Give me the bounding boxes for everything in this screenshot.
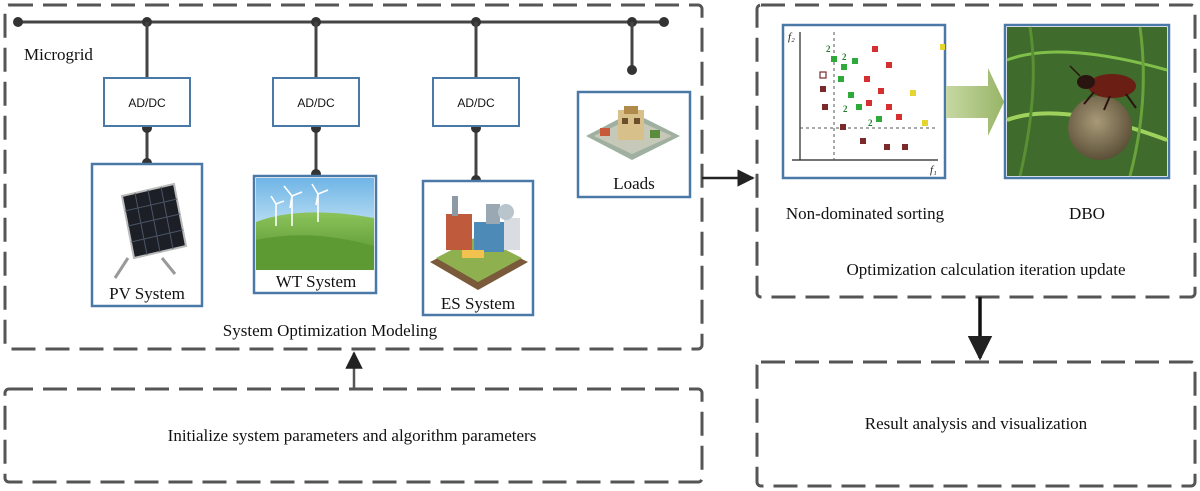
plot-point bbox=[940, 44, 945, 50]
converter-es: AD/DC bbox=[432, 77, 520, 127]
result-frame bbox=[755, 360, 1197, 488]
microgrid-label: Microgrid bbox=[24, 45, 93, 64]
converter-pv: AD/DC bbox=[103, 77, 191, 127]
plot-mark: 2 bbox=[868, 118, 873, 128]
plot-point bbox=[876, 116, 882, 122]
plot-point bbox=[884, 144, 890, 150]
plot-point bbox=[831, 56, 837, 62]
init-parameters-label: Initialize system parameters and algorit… bbox=[168, 426, 537, 445]
plot-point bbox=[852, 58, 858, 64]
plot-mark: 2 bbox=[842, 52, 847, 62]
wt-system: WT System bbox=[252, 174, 378, 295]
plot-point bbox=[860, 138, 866, 144]
plot-point bbox=[866, 100, 872, 106]
pv-system: PV System bbox=[90, 162, 204, 308]
non-dominated-sorting-label: Non-dominated sorting bbox=[786, 204, 945, 223]
wind-turbine-icon bbox=[270, 183, 329, 226]
energy-storage-plant-icon bbox=[430, 196, 528, 290]
converter-pv-label: AD/DC bbox=[128, 96, 166, 110]
plot-point bbox=[878, 88, 884, 94]
es-system-label: ES System bbox=[441, 294, 515, 313]
optimization-caption: Optimization calculation iteration updat… bbox=[847, 260, 1126, 279]
plot-point bbox=[840, 124, 846, 130]
plot-point bbox=[864, 76, 870, 82]
plot-point bbox=[838, 76, 844, 82]
loads-label: Loads bbox=[613, 174, 655, 193]
pv-system-label: PV System bbox=[109, 284, 185, 303]
dung-beetle-icon bbox=[1068, 65, 1137, 160]
plot-point bbox=[841, 64, 847, 70]
converter-wt: AD/DC bbox=[272, 77, 360, 127]
plot-point bbox=[910, 90, 916, 96]
plot-point bbox=[886, 62, 892, 68]
plot-point bbox=[856, 104, 862, 110]
loads: Loads bbox=[576, 90, 692, 199]
dbo-picture bbox=[1003, 23, 1171, 180]
building-icon bbox=[586, 106, 680, 160]
plot-point bbox=[872, 46, 878, 52]
microgrid-bus bbox=[13, 17, 669, 27]
es-system: ES System bbox=[421, 179, 535, 317]
plot-axis-y-label: f₂ bbox=[788, 31, 795, 43]
converter-wt-label: AD/DC bbox=[297, 96, 335, 110]
dbo-label: DBO bbox=[1069, 204, 1105, 223]
system-optimization-caption: System Optimization Modeling bbox=[223, 321, 438, 340]
plot-mark: 2 bbox=[826, 44, 831, 54]
solar-panel-icon bbox=[113, 182, 188, 279]
green-arrow-icon bbox=[946, 68, 1004, 136]
converter-es-label: AD/DC bbox=[457, 96, 495, 110]
non-dominated-sorting-plot: f₂ f₁ 2 2 2 2 bbox=[781, 23, 947, 180]
plot-axis-x-label: f₁ bbox=[930, 164, 937, 176]
plot-point bbox=[848, 92, 854, 98]
optimization-frame bbox=[755, 3, 1197, 299]
microgrid-wires bbox=[142, 22, 637, 185]
plot-point bbox=[886, 104, 892, 110]
plot-mark: 2 bbox=[843, 104, 848, 114]
plot-point bbox=[896, 114, 902, 120]
plot-point bbox=[822, 104, 828, 110]
plot-point bbox=[922, 120, 928, 126]
plot-point bbox=[902, 144, 908, 150]
plot-point bbox=[820, 86, 826, 92]
result-analysis-label: Result analysis and visualization bbox=[865, 414, 1088, 433]
plot-point bbox=[819, 71, 827, 79]
wt-system-label: WT System bbox=[276, 272, 356, 291]
